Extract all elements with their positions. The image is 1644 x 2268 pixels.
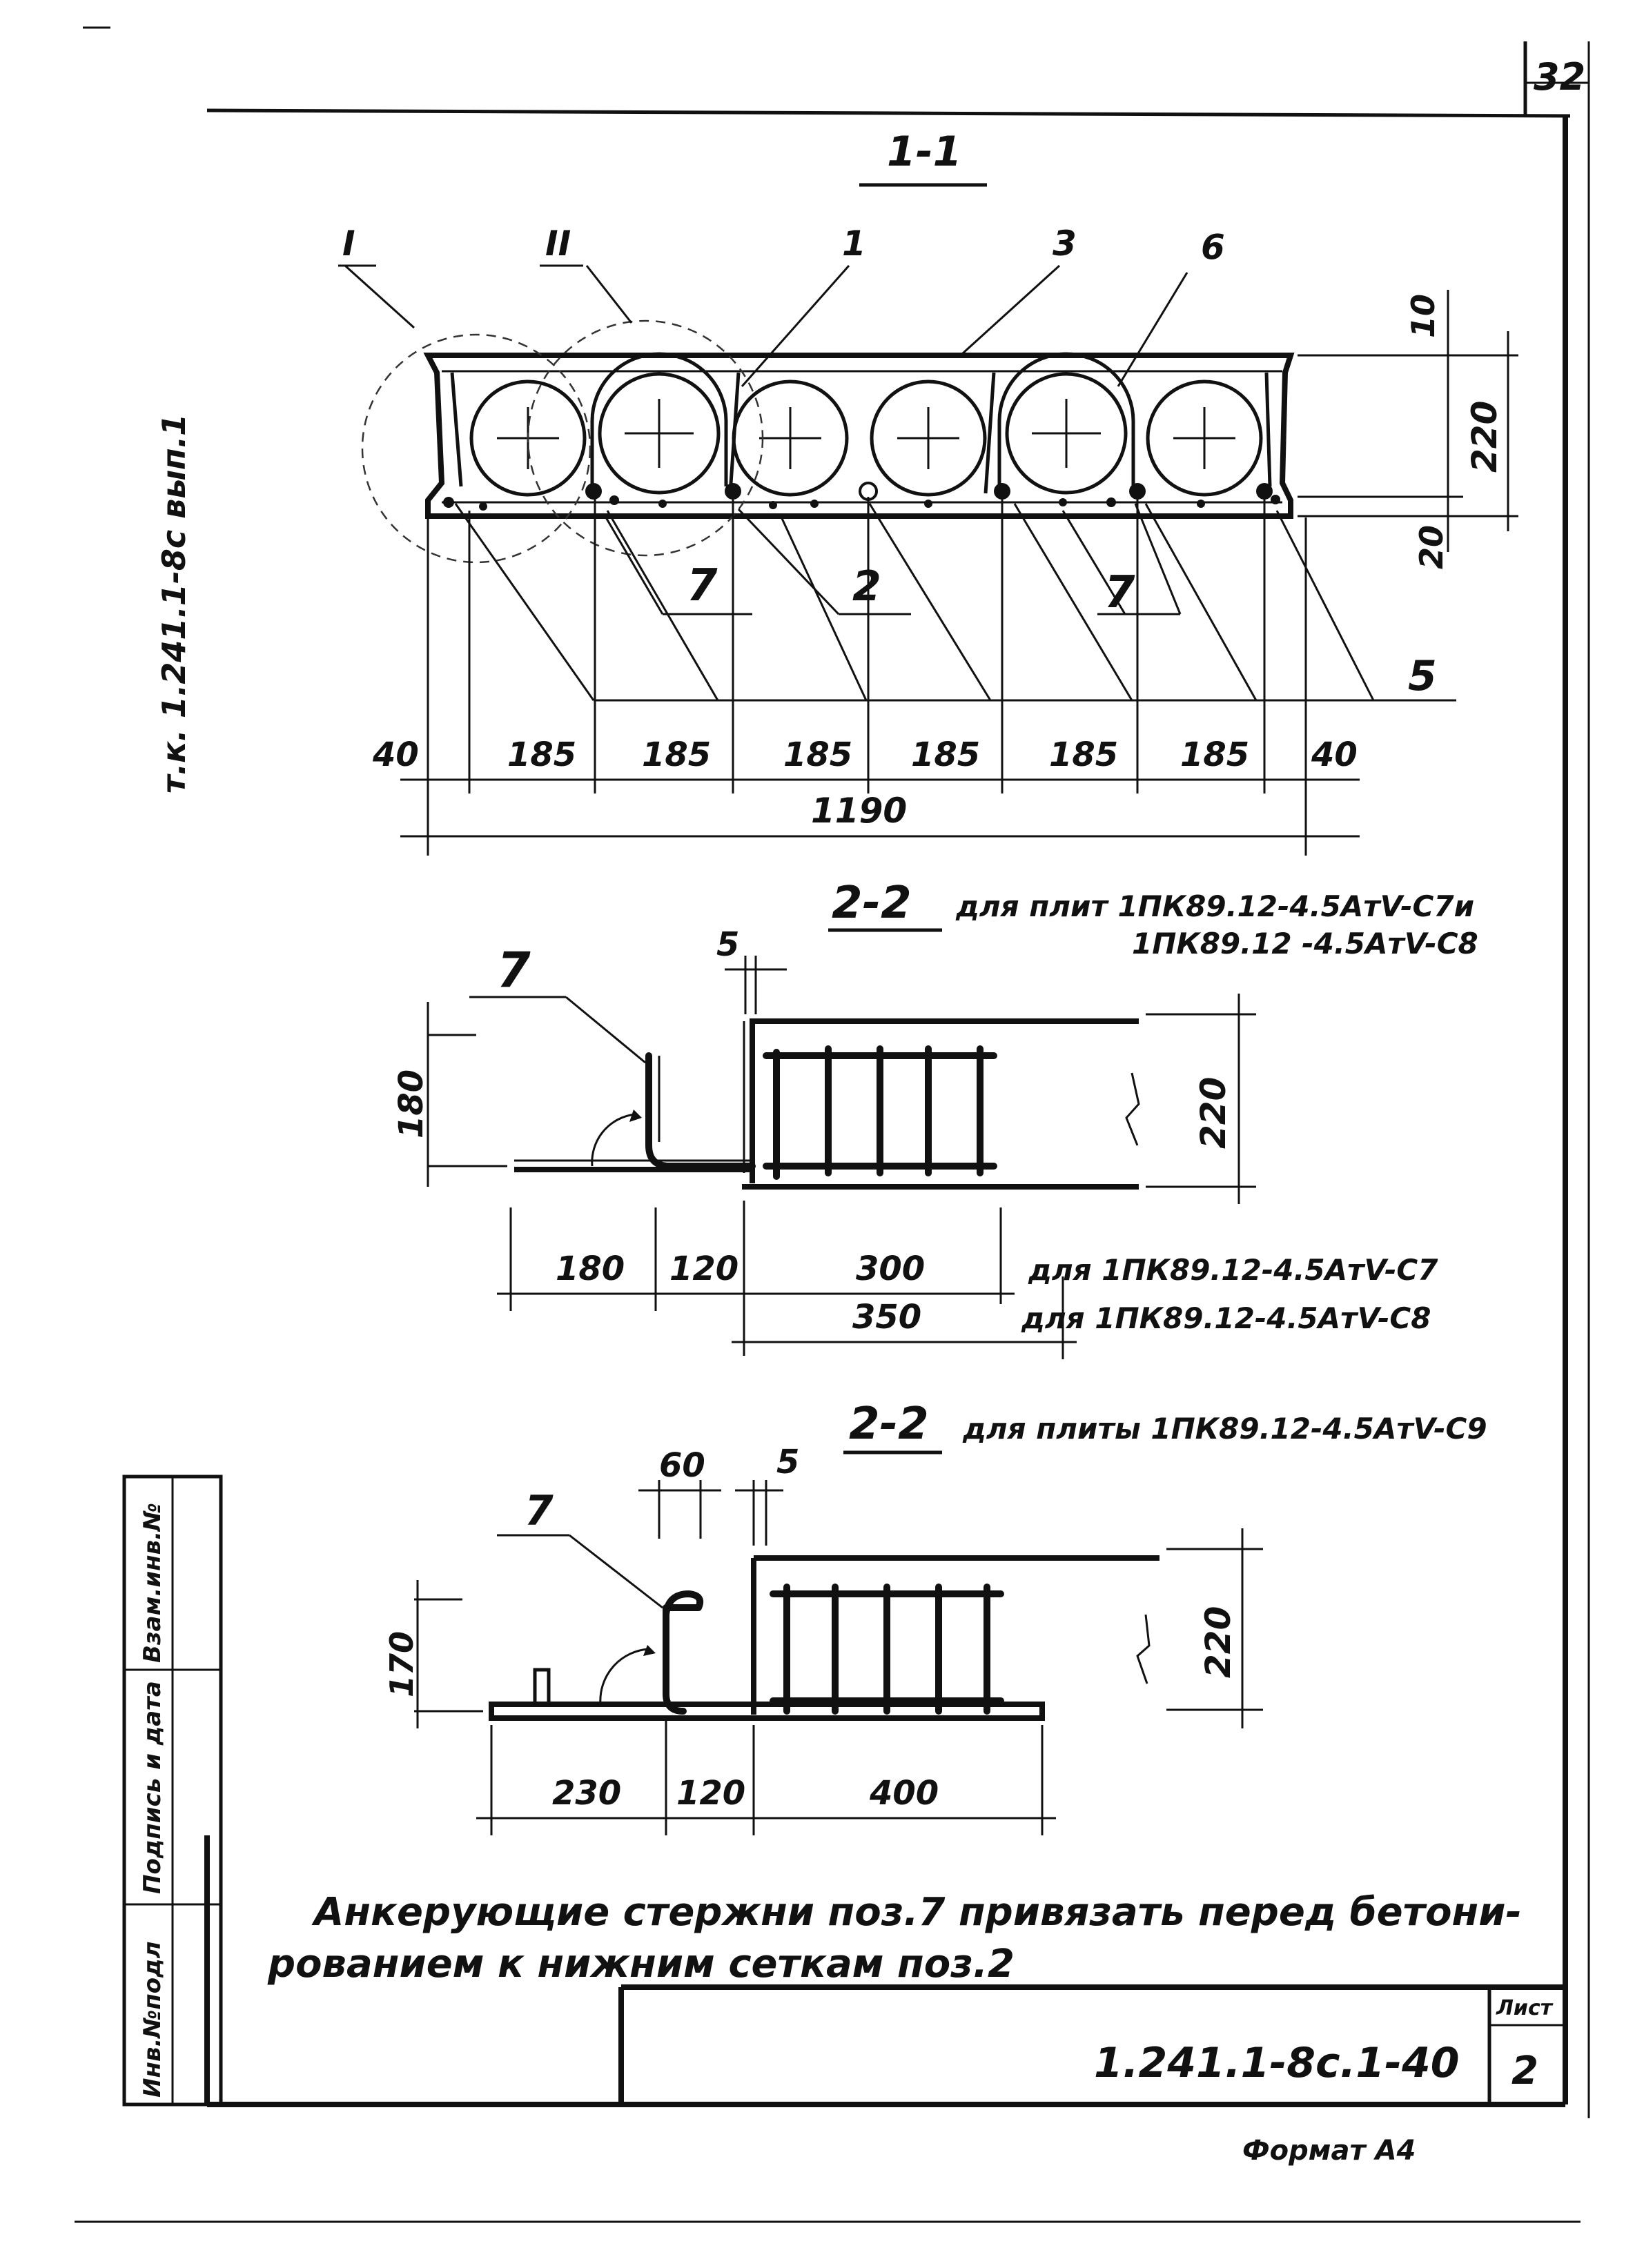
dim-185-4: 185 (911, 736, 980, 774)
hollow-cores (450, 352, 1272, 497)
section-2-2b-dim-170: 170 (383, 1631, 420, 1697)
section-2-2a-title: 2-2 (832, 878, 912, 929)
section-2-2b-dim-230: 230 (552, 1774, 621, 1813)
top-sheet-number: 32 (1534, 55, 1585, 99)
right-dimensions: 10 220 20 (1298, 290, 1518, 569)
section-2-2b-dim-120: 120 (676, 1774, 745, 1813)
slab-outline (423, 353, 1295, 519)
callout-3: 3 (1053, 224, 1077, 264)
bottom-dimension-chain: 40 185 185 185 185 185 185 40 1190 (372, 497, 1360, 856)
section-1-1: 1-1 (338, 128, 1518, 856)
section-2-2a-dim-220: 220 (1193, 1077, 1233, 1149)
dim-185-5: 185 (1049, 736, 1118, 774)
dim-185-2: 185 (642, 736, 711, 774)
dim-10: 10 (1405, 294, 1442, 338)
section-1-1-title: 1-1 (887, 128, 961, 176)
callout-II: II (545, 224, 571, 264)
callout-7a: 7 (687, 560, 718, 611)
bottom-callouts: 7 2 7 5 (454, 503, 1456, 702)
section-2-2a-dim-120: 120 (669, 1250, 738, 1288)
section-2-2a-caption-1: для плит 1ПК89.12-4.5АтV-С7и (955, 889, 1474, 923)
callout-2: 2 (852, 562, 881, 611)
sidebar-replaces-inv: Взам.инв.№ (139, 1503, 166, 1663)
section-2-2a-dim-350: 350 (852, 1298, 921, 1337)
detail-circle-1 (361, 333, 591, 564)
stamp-sidebar: Инв.№подл Подпись и дата Взам.инв.№ (122, 1475, 223, 2107)
section-2-2a-dim-300: 300 (856, 1250, 925, 1288)
section-2-2b-dim-60: 60 (659, 1446, 705, 1485)
section-2-2b-dim-220: 220 (1198, 1606, 1238, 1678)
callout-6: 6 (1201, 227, 1225, 267)
dim-40-right: 40 (1311, 736, 1358, 774)
dim-220: 220 (1465, 401, 1505, 473)
sidebar-signature-date: Подпись и дата (139, 1681, 166, 1894)
note-line-2: рованием к нижним сеткам поз.2 (267, 1942, 1015, 1986)
mesh-2b (770, 1584, 1004, 1715)
section-2-2b-dim-400: 400 (869, 1774, 939, 1813)
section-2-2a-dim-5: 5 (716, 925, 739, 964)
top-callouts: I II 1 3 6 (338, 224, 1225, 387)
section-2-2a-caption-2: 1ПК89.12 -4.5АтV-С8 (1132, 927, 1478, 960)
sheet-number: 2 (1511, 2049, 1538, 2093)
note-line-1: Анкерующие стержни поз.7 привязать перед… (311, 1890, 1522, 1935)
section-2-2a-callout-7: 7 (497, 942, 531, 998)
section-2-2b-dim-5: 5 (776, 1443, 799, 1481)
format-label: Формат А4 (1242, 2135, 1416, 2167)
document-code: 1.241.1-8с.1-40 (1094, 2039, 1459, 2087)
dim-1190: 1190 (811, 791, 907, 831)
sidebar-inv-no: Инв.№подл (139, 1942, 166, 2098)
callout-7b: 7 (1104, 567, 1135, 618)
callout-5: 5 (1408, 652, 1437, 700)
section-2-2a-dim-180-v: 180 (392, 1069, 431, 1138)
dim-185-6: 185 (1180, 736, 1249, 774)
title-block: Лист 2 1.241.1-8с.1-40 (207, 1984, 1565, 2107)
detail-circle-2 (527, 319, 764, 557)
left-margin-note: т.к. 1.241.1-8с вып.1 (155, 414, 193, 793)
dim-185-3: 185 (783, 736, 852, 774)
dim-20: 20 (1413, 525, 1450, 569)
dim-40-left: 40 (372, 736, 419, 774)
callout-I: I (342, 224, 355, 264)
bottom-rebar (443, 482, 1280, 511)
callout-1: 1 (842, 224, 866, 264)
section-2-2a-dim-180: 180 (556, 1250, 625, 1288)
sheet-frame (75, 26, 1590, 2223)
sheet-label: Лист (1496, 1996, 1554, 2020)
dim-185-1: 185 (507, 736, 576, 774)
section-2-2a-note-c8: для 1ПК89.12-4.5АтV-С8 (1021, 1301, 1431, 1335)
mesh-2a (763, 1045, 997, 1180)
section-2-2b-caption: для плиты 1ПК89.12-4.5АтV-С9 (962, 1412, 1487, 1446)
section-2-2b-title: 2-2 (849, 1399, 929, 1450)
section-2-2a-note-c7: для 1ПК89.12-4.5АтV-С7 (1028, 1253, 1438, 1287)
section-2-2-b: 2-2 для плиты 1ПК89.12-4.5АтV-С9 7 60 (383, 1399, 1487, 1835)
section-2-2-a: 2-2 для плит 1ПК89.12-4.5АтV-С7и 1ПК89.1… (392, 878, 1478, 1359)
section-2-2b-callout-7: 7 (525, 1487, 554, 1535)
